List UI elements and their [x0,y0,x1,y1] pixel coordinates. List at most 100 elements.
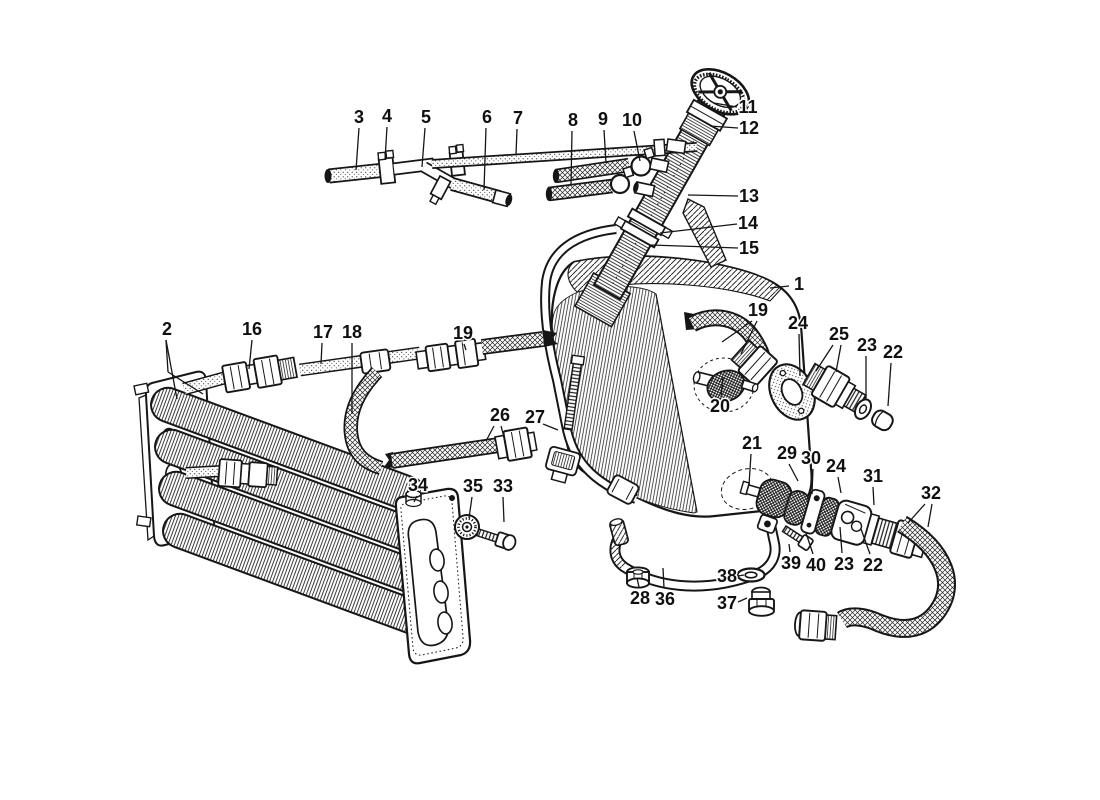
stud-pin [740,379,759,393]
washer-23 [853,398,873,420]
tank-strap-right [682,198,727,268]
leader-line-34 [413,495,418,503]
leader-line-10 [633,130,641,162]
leader-line-3 [355,127,360,171]
callout-13: 13 [739,186,759,206]
leader-line-28 [636,577,640,588]
leader-line-24 [798,333,801,377]
callout-35: 35 [463,476,483,496]
leader-line-33 [502,496,505,523]
callout-28: 28 [630,588,650,608]
hose-clamp-14 [613,215,660,249]
leader-line-30 [811,468,814,495]
hose-clamp-8 [609,165,635,195]
callout-15: 15 [739,238,759,258]
leader-line-22 [887,362,892,407]
callout-26: 26 [490,405,510,425]
leader-line-36 [662,567,665,589]
callout-23: 23 [857,335,877,355]
leader-line-31 [872,486,875,506]
leader-line-19 [740,320,758,355]
tank-front-hatched-face [551,286,698,514]
callout-23: 23 [834,554,854,574]
callout-12: 12 [739,118,759,138]
leader-line-16 [248,339,253,370]
leader-line-14 [659,223,738,234]
leader-line-5 [421,127,426,168]
callout-30: 30 [801,448,821,468]
filler-cap [690,68,751,116]
s-curve-hose [343,367,384,475]
braided-hose-26 [384,426,538,469]
plug-37 [748,586,775,617]
hose-clamp-4 [377,149,397,185]
radiator-right-end-plate [394,487,472,665]
callout-5: 5 [421,107,431,127]
mounting-strap-36 [609,513,781,592]
callout-33: 33 [493,476,513,496]
callout-22: 22 [863,555,883,575]
leader-line-26 [500,425,505,438]
callout-40: 40 [806,555,826,575]
branch-fitting-18 [359,348,392,375]
callout-31: 31 [863,466,883,486]
leader-line-19 [721,320,753,343]
callout-37: 37 [717,593,737,613]
union-fitting-25 [801,362,871,415]
callout-8: 8 [568,110,578,130]
callout-36: 36 [655,589,675,609]
callout-25: 25 [829,324,849,344]
leader-line-8 [570,130,573,186]
callout-27: 27 [525,407,545,427]
callout-11: 11 [738,97,757,117]
braided-hose-8 [545,178,613,202]
callout-34: 34 [408,475,428,495]
callout-32: 32 [921,483,941,503]
callout-24: 24 [826,456,846,476]
leader-line-12 [709,125,739,129]
callout-3: 3 [354,107,364,127]
leader-line-32 [927,503,933,528]
leader-line-9 [603,129,607,164]
callout-38: 38 [717,566,737,586]
leader-line-7 [515,128,518,156]
callout-4: 4 [382,106,392,126]
callout-19: 19 [453,323,473,343]
vent-stub-lower [633,181,656,198]
rubber-hose-6 [450,177,513,208]
leader-line-13 [687,194,739,197]
leader-line-21 [748,453,752,486]
callout-7: 7 [513,108,523,128]
tank-edge-line [655,293,698,513]
tank-outlet-lower-assembly [720,468,956,642]
washer-38 [736,567,766,583]
callout-9: 9 [598,109,608,129]
callout-18: 18 [342,322,362,342]
leader-line-39 [788,543,791,553]
callout-17: 17 [313,322,333,342]
leader-line-23 [839,526,843,554]
leader-line-17 [320,342,323,365]
bolt-33 [475,528,517,551]
hose-clamp-branch [429,174,452,206]
braided-hose-19-left [480,330,558,355]
callout-39: 39 [781,553,801,573]
turnbuckle-rod [563,354,586,431]
callout-1: 1 [794,274,804,294]
cap-nut-22 [871,409,894,432]
callout-24: 24 [788,313,808,333]
leader-line-11 [713,102,738,108]
oil-cooler-radiator [133,330,558,665]
grommet-34 [405,489,422,508]
leader-line-22 [860,528,871,555]
hose-end-fitting-19 [730,339,778,387]
strap-foot-bracket [606,474,640,505]
leader-line-19 [463,343,467,351]
leader-line-24 [837,476,842,494]
callout-19: 19 [748,300,768,320]
leader-line-2 [167,371,204,395]
leader-line-1 [769,285,790,289]
leader-line-20 [720,376,724,396]
